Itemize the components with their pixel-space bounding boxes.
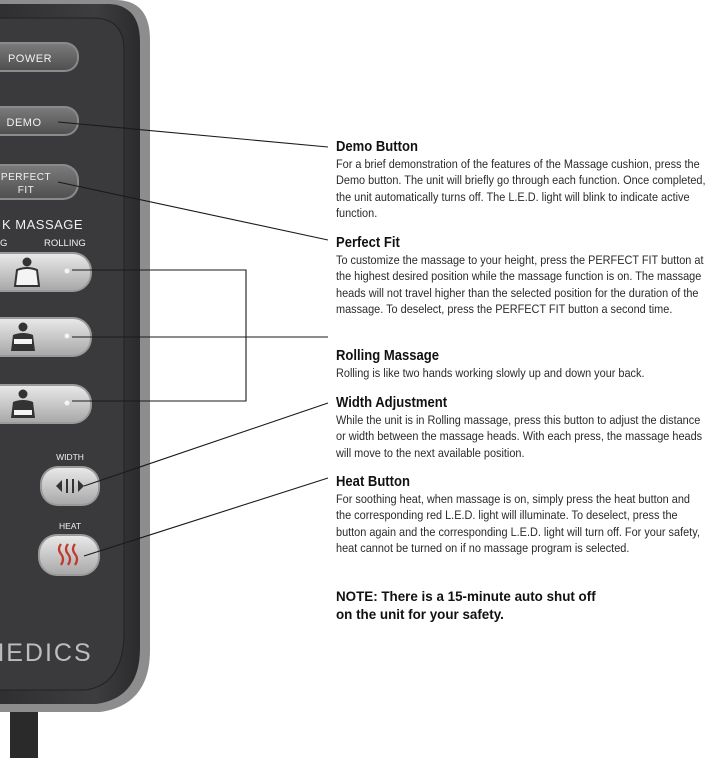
perfect-fit-label-line2: FIT bbox=[18, 185, 35, 196]
perfect-fit-section: Perfect Fit To customize the massage to … bbox=[336, 235, 708, 317]
width-adjustment-section: Width Adjustment While the unit is in Ro… bbox=[336, 395, 708, 461]
heat-waves-icon bbox=[57, 543, 79, 566]
demo-button-section: Demo Button For a brief demonstration of… bbox=[336, 139, 708, 221]
safety-note-line2: on the unit for your safety. bbox=[336, 607, 504, 622]
demo-button-description: For a brief demonstration of the feature… bbox=[336, 157, 706, 220]
heat-button-description: For soothing heat, when massage is on, s… bbox=[336, 492, 700, 555]
width-adjustment-heading: Width Adjustment bbox=[336, 395, 448, 411]
demo-button[interactable]: DEMO bbox=[0, 106, 79, 136]
rolling-massage-section: Rolling Massage Rolling is like two hand… bbox=[336, 348, 708, 381]
upper-body-figure-icon bbox=[13, 257, 41, 287]
upper-zone-led bbox=[64, 268, 70, 274]
width-button[interactable] bbox=[40, 466, 100, 506]
perfect-fit-heading: Perfect Fit bbox=[336, 235, 400, 251]
heat-button-section: Heat Button For soothing heat, when mass… bbox=[336, 474, 708, 556]
perfect-fit-button[interactable]: PERFECT FIT bbox=[0, 164, 79, 200]
width-arrows-icon bbox=[56, 479, 84, 493]
heat-button-heading: Heat Button bbox=[336, 474, 410, 490]
mode-column-left-label: G bbox=[0, 238, 7, 249]
demo-button-label: DEMO bbox=[7, 117, 42, 129]
lower-back-zone-button[interactable] bbox=[0, 384, 92, 424]
heat-button[interactable] bbox=[38, 534, 100, 576]
lower-zone-led bbox=[64, 400, 70, 406]
rolling-bracket-line bbox=[72, 269, 247, 402]
callout-lines bbox=[57, 121, 329, 557]
power-button[interactable]: POWER bbox=[0, 42, 79, 72]
width-callout-line bbox=[83, 402, 329, 487]
width-button-caption: WIDTH bbox=[56, 452, 84, 462]
heat-callout-line bbox=[83, 477, 329, 557]
upper-back-zone-button[interactable] bbox=[0, 252, 92, 292]
lower-body-figure-icon bbox=[11, 389, 35, 418]
rolling-massage-heading: Rolling Massage bbox=[336, 348, 439, 364]
massage-mode-title: K MASSAGE bbox=[2, 217, 83, 232]
perfect-fit-description: To customize the massage to your height,… bbox=[336, 253, 704, 316]
safety-note-line1: NOTE: There is a 15-minute auto shut off bbox=[336, 589, 596, 604]
heat-button-caption: HEAT bbox=[59, 521, 81, 531]
safety-note: NOTE: There is a 15-minute auto shut off… bbox=[336, 588, 676, 624]
rolling-column-label: ROLLING bbox=[44, 238, 86, 249]
perfect-fit-label-line1: PERFECT bbox=[1, 172, 51, 183]
middle-body-figure-icon bbox=[11, 322, 35, 351]
power-button-label: POWER bbox=[8, 53, 52, 65]
perfect-fit-callout-line bbox=[57, 181, 329, 241]
demo-callout-line bbox=[57, 121, 329, 148]
middle-zone-led bbox=[64, 333, 70, 339]
middle-back-zone-button[interactable] bbox=[0, 317, 92, 357]
demo-button-heading: Demo Button bbox=[336, 139, 418, 155]
width-adjustment-description: While the unit is in Rolling massage, pr… bbox=[336, 413, 703, 460]
brand-logo-text: MEDICS bbox=[0, 639, 93, 667]
rolling-massage-description: Rolling is like two hands working slowly… bbox=[336, 366, 645, 380]
